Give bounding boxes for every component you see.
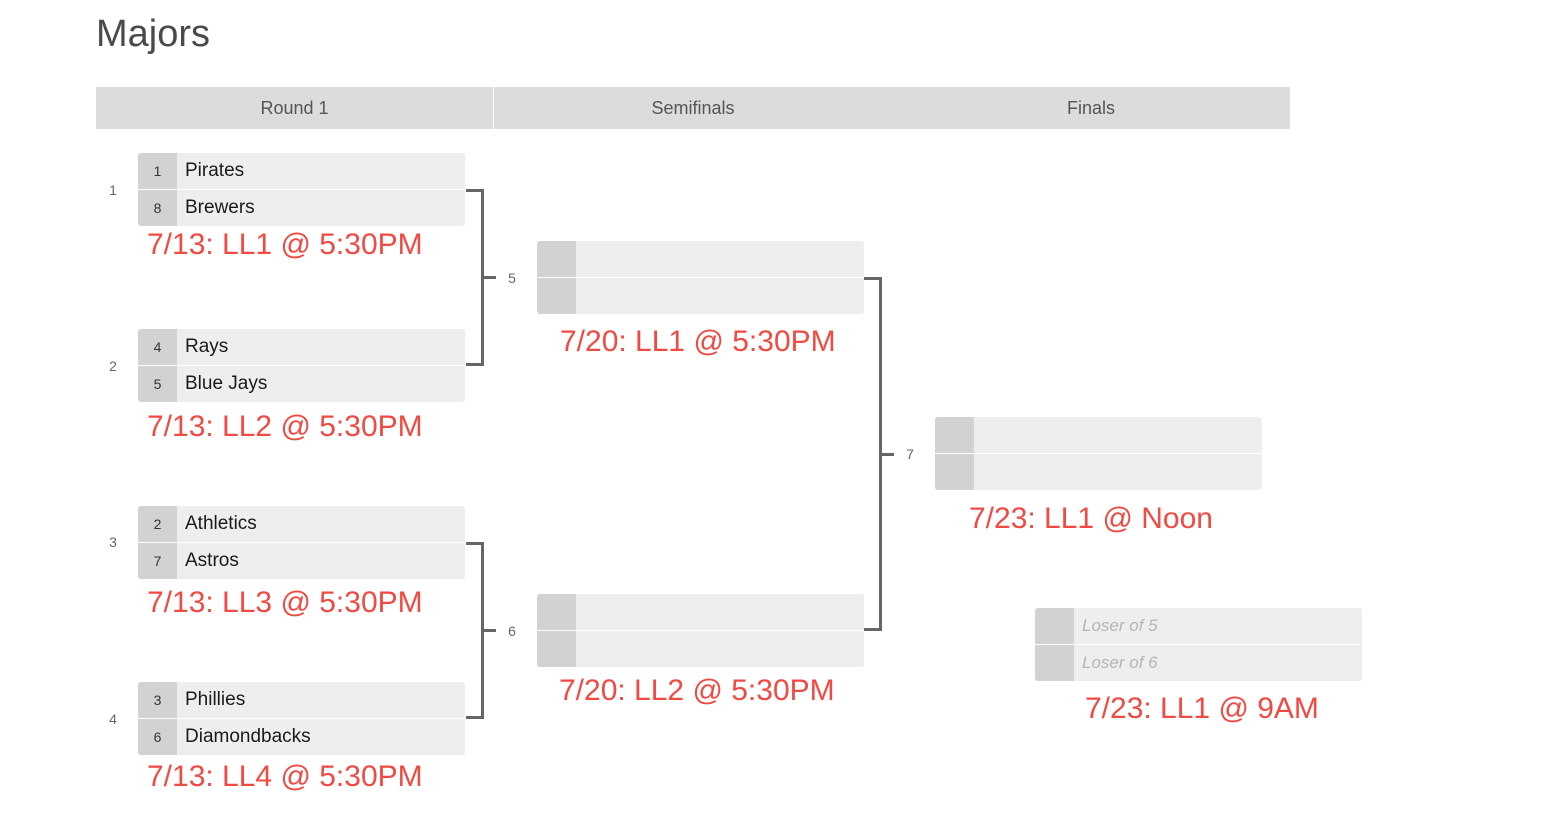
team-slot[interactable]: [537, 241, 864, 277]
team-slot[interactable]: Loser of 6: [1035, 645, 1362, 681]
team-slot[interactable]: 5 Blue Jays: [138, 366, 465, 402]
team-name: Diamondbacks: [185, 726, 311, 747]
team-seed: [537, 278, 576, 314]
team-slot[interactable]: [537, 278, 864, 314]
matchup-divider: [138, 365, 465, 366]
team-slot[interactable]: [537, 631, 864, 667]
round-header-finals: Finals: [892, 87, 1290, 129]
matchup-6: [537, 594, 864, 667]
matchup-divider: [935, 453, 1262, 454]
matchup-5: [537, 241, 864, 314]
match-number: 7: [906, 446, 914, 462]
team-seed: [935, 417, 974, 453]
match-number: 4: [109, 711, 117, 727]
team-seed: 2: [138, 506, 177, 542]
match-schedule: 7/13: LL3 @ 5:30PM: [147, 586, 423, 619]
team-seed: 4: [138, 329, 177, 365]
team-seed: [537, 631, 576, 667]
team-seed: 5: [138, 366, 177, 402]
team-seed: 1: [138, 153, 177, 189]
matchup-divider: [537, 277, 864, 278]
match-number: 3: [109, 534, 117, 550]
match-schedule: 7/23: LL1 @ 9AM: [1085, 692, 1319, 725]
match-schedule: 7/13: LL1 @ 5:30PM: [147, 228, 423, 261]
team-slot[interactable]: 4 Rays: [138, 329, 465, 365]
team-slot[interactable]: [537, 594, 864, 630]
bracket-connector: [864, 277, 882, 631]
bracket-connector: [466, 189, 484, 366]
team-slot[interactable]: 8 Brewers: [138, 190, 465, 226]
team-name: Blue Jays: [185, 373, 268, 394]
team-name: Phillies: [185, 689, 246, 710]
connector-tick: [484, 629, 496, 632]
team-seed: [1035, 645, 1074, 681]
match-number: 6: [508, 623, 516, 639]
team-slot[interactable]: [935, 454, 1262, 490]
matchup-1: 1 Pirates 8 Brewers: [138, 153, 465, 226]
match-number: 1: [109, 182, 117, 198]
matchup-divider: [138, 718, 465, 719]
match-schedule: 7/13: LL4 @ 5:30PM: [147, 760, 423, 793]
match-schedule: 7/20: LL1 @ 5:30PM: [560, 325, 836, 358]
team-slot[interactable]: Loser of 5: [1035, 608, 1362, 644]
connector-tick: [882, 453, 894, 456]
round-header-round-1: Round 1: [96, 87, 493, 129]
matchup-divider: [537, 630, 864, 631]
team-name: Brewers: [185, 197, 255, 218]
team-seed: 3: [138, 682, 177, 718]
team-slot[interactable]: 7 Astros: [138, 543, 465, 579]
matchup-third-place: Loser of 5 Loser of 6: [1035, 608, 1362, 681]
team-name: Athletics: [185, 513, 257, 534]
team-slot[interactable]: 6 Diamondbacks: [138, 719, 465, 755]
team-slot[interactable]: 2 Athletics: [138, 506, 465, 542]
match-number: 5: [508, 270, 516, 286]
team-slot[interactable]: 1 Pirates: [138, 153, 465, 189]
match-schedule: 7/13: LL2 @ 5:30PM: [147, 410, 423, 443]
page-title: Majors: [96, 13, 211, 55]
team-name: Rays: [185, 336, 229, 357]
team-seed: [537, 241, 576, 277]
matchup-3: 2 Athletics 7 Astros: [138, 506, 465, 579]
team-seed: [1035, 608, 1074, 644]
bracket-connector: [466, 542, 484, 719]
match-number: 2: [109, 358, 117, 374]
team-name-placeholder: Loser of 6: [1082, 653, 1158, 672]
matchup-4: 3 Phillies 6 Diamondbacks: [138, 682, 465, 755]
matchup-2: 4 Rays 5 Blue Jays: [138, 329, 465, 402]
team-name-placeholder: Loser of 5: [1082, 616, 1158, 635]
team-seed: [537, 594, 576, 630]
team-seed: 8: [138, 190, 177, 226]
team-name: Pirates: [185, 160, 245, 181]
match-schedule: 7/20: LL2 @ 5:30PM: [559, 674, 835, 707]
match-schedule: 7/23: LL1 @ Noon: [969, 502, 1213, 535]
team-seed: [935, 454, 974, 490]
team-name: Astros: [185, 550, 239, 571]
team-seed: 7: [138, 543, 177, 579]
team-slot[interactable]: [935, 417, 1262, 453]
matchup-divider: [138, 542, 465, 543]
connector-tick: [484, 276, 496, 279]
matchup-7: [935, 417, 1262, 490]
team-slot[interactable]: 3 Phillies: [138, 682, 465, 718]
round-header-semifinals: Semifinals: [494, 87, 892, 129]
team-seed: 6: [138, 719, 177, 755]
matchup-divider: [138, 189, 465, 190]
matchup-divider: [1035, 644, 1362, 645]
